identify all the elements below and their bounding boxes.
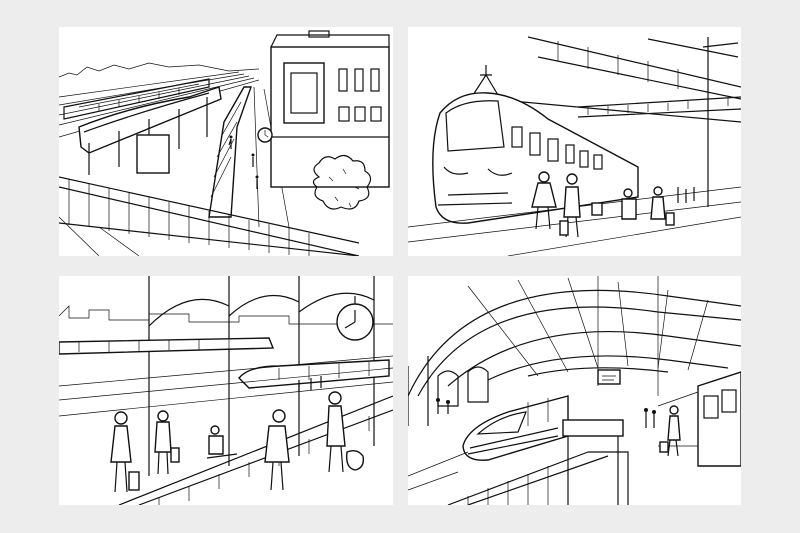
panel-platform-clock — [59, 276, 393, 505]
panel-train-platform — [408, 27, 741, 256]
train-platform-sketch — [408, 36, 741, 256]
arched-hall-sketch — [408, 276, 741, 505]
platform-clock-sketch — [59, 276, 393, 505]
station-overview-sketch — [59, 30, 390, 256]
panel-station-overview — [59, 27, 393, 256]
panel-arched-hall — [408, 276, 741, 505]
